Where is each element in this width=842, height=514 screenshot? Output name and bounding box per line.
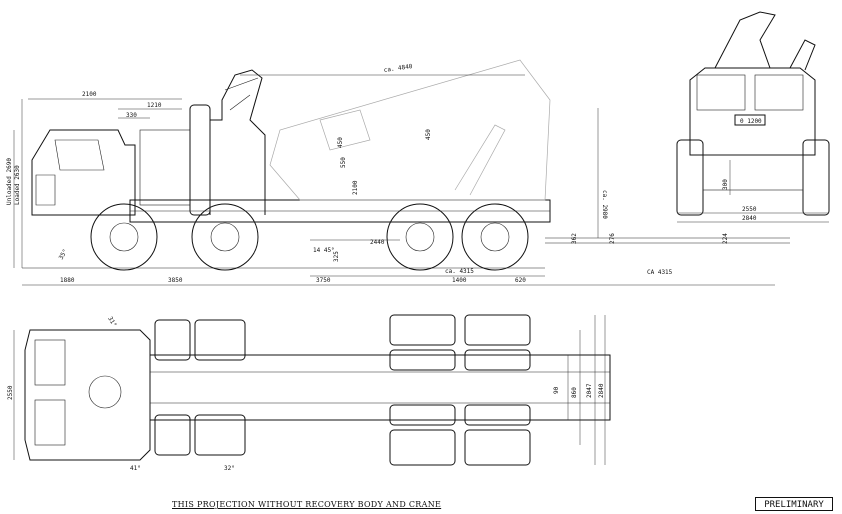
dim-550: 550 [340,157,347,168]
dim-unloaded-height: Unloaded 2690 [6,158,13,205]
front-plate: 0 1200 [740,118,762,125]
dim-276: 276 [609,233,616,244]
dim-224: 224 [722,233,729,244]
dim-325: 325 [333,251,340,262]
dim-2980: ca. 2980 [601,190,608,219]
front-dim-2550: 2550 [742,206,757,213]
dim-450b: 450 [425,129,432,140]
crane [209,69,266,215]
dim-4840: ca. 4840 [383,63,413,74]
dim-3850: 3850 [168,277,183,284]
preliminary-stamp: PRELIMINARY [755,497,833,511]
dim-362: 362 [571,233,578,244]
top-view: 2550 90 860 2047 2840 31° 41° 32° [7,314,611,472]
spare-wheel [189,104,211,216]
top-cab [24,329,151,461]
recovery-body-outline [269,59,551,201]
dim-loaded-height: Loaded 2630 [14,165,21,205]
top-dim-41-deg: 41° [130,465,141,472]
dim-35-deg: 35° [58,248,69,261]
front-view: 0 1200 300 2550 2840 [676,11,830,223]
front-dim-300: 300 [722,179,729,190]
top-dim-32-deg: 32° [224,465,235,472]
dim-450a: 450 [337,137,344,148]
wheels-side [90,203,529,271]
dim-620: 620 [515,277,526,284]
front-right-tyre [802,139,830,216]
dim-3750: 3750 [316,277,331,284]
top-dim-2047: 2047 [586,383,593,398]
dim-4315: ca. 4315 [445,268,474,275]
front-dim-2840: 2840 [742,215,757,222]
top-dim-2840: 2840 [598,383,605,398]
drawing-caption: THIS PROJECTION WITHOUT RECOVERY BODY AN… [172,500,442,509]
top-dim-90: 90 [553,386,560,394]
top-frame [149,354,611,421]
cab [31,129,136,216]
wheels-top [154,314,531,466]
dim-1880: 1880 [60,277,75,284]
top-dim-2550: 2550 [7,385,14,400]
front-cab [689,67,816,156]
dim-1400: 1400 [452,277,467,284]
dim-14-45: 14 45° [313,247,335,254]
top-dim-31-deg: 31° [106,316,117,329]
front-crane [714,11,776,69]
dim-ca-4315: CA 4315 [647,269,673,276]
dim-330: 330 [126,112,137,119]
top-dim-860: 860 [571,387,578,398]
dim-1210: 1210 [147,102,162,109]
side-view: 2100 1210 330 ca. 4840 450 450 550 2100 … [6,59,790,286]
dim-2440: 2440 [370,239,385,246]
dim-2100-vertical: 2100 [352,180,359,195]
dim-2100: 2100 [82,91,97,98]
